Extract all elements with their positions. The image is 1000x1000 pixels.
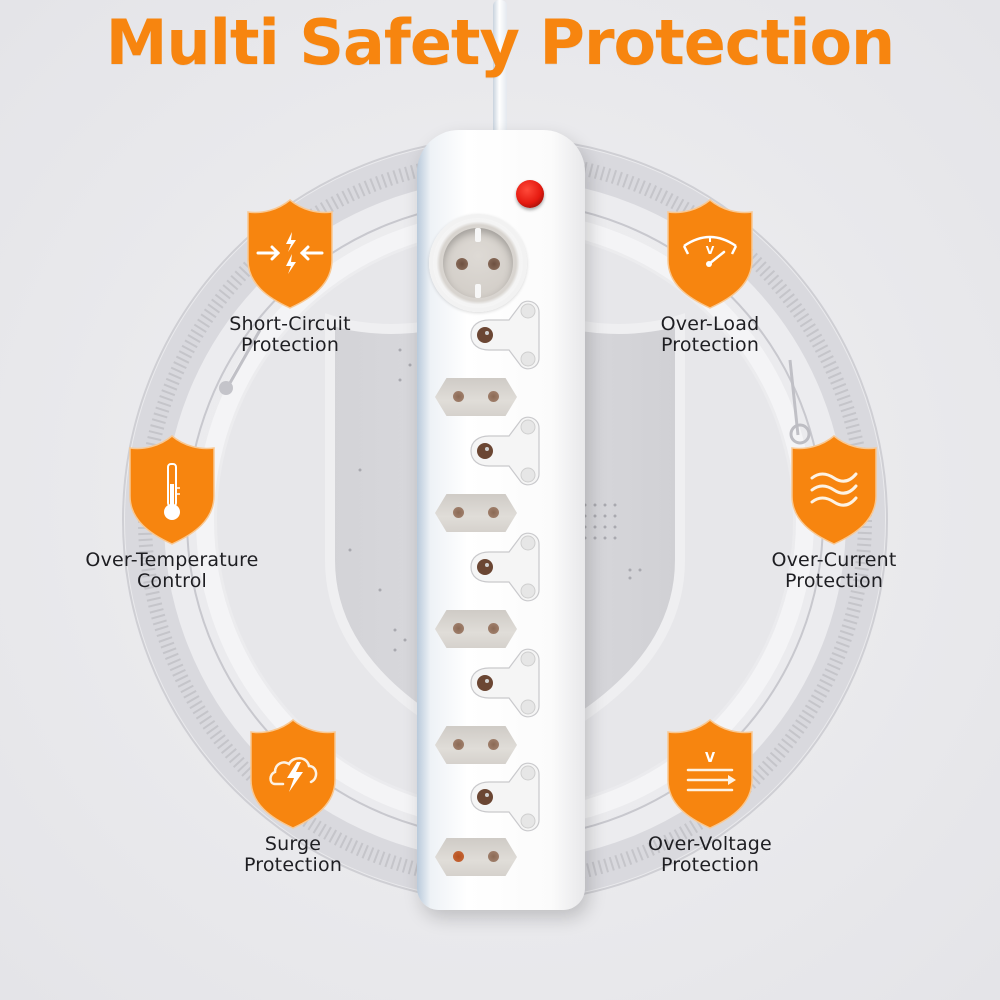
voltage-arrow-icon: V <box>667 719 753 829</box>
three-pin-socket <box>470 300 540 370</box>
voltmeter-gauge-icon: V <box>667 199 753 309</box>
feature-label-line2: Protection <box>660 334 760 356</box>
feature-label-line1: Over-Load <box>660 313 760 335</box>
feature-over-temperature: Over-Temperature Control <box>60 434 284 592</box>
euro-socket <box>435 610 517 648</box>
feature-surge: Surge Protection <box>218 718 368 876</box>
feature-label-line2: Protection <box>784 570 884 592</box>
power-cord <box>493 0 507 150</box>
feature-over-current: Over-Current Protection <box>752 434 916 592</box>
voltage-letter: V <box>705 751 715 766</box>
gauge-letter: V <box>706 244 715 257</box>
page-title: Multi Safety Protection <box>105 6 895 79</box>
euro-socket <box>435 378 517 416</box>
euro-socket <box>435 494 517 532</box>
feature-label-line2: Control <box>136 570 208 592</box>
feature-over-voltage: V Over-Voltage Protection <box>628 718 792 876</box>
schuko-socket <box>429 214 527 312</box>
feature-label-line1: Over-Voltage <box>648 833 772 855</box>
three-pin-socket <box>470 762 540 832</box>
euro-socket <box>435 838 517 876</box>
three-pin-socket <box>470 532 540 602</box>
thermometer-icon <box>129 435 215 545</box>
waves-icon <box>791 435 877 545</box>
feature-label-line2: Protection <box>660 854 760 876</box>
cloud-lightning-icon <box>250 719 336 829</box>
feature-over-load: V Over-Load Protection <box>628 198 792 356</box>
arrows-converging-lightning-icon <box>247 199 333 309</box>
feature-label-line1: Surge <box>264 833 322 855</box>
feature-label-line2: Protection <box>240 334 340 356</box>
three-pin-socket <box>470 416 540 486</box>
euro-socket <box>435 726 517 764</box>
feature-label-line1: Over-Current <box>771 549 897 571</box>
feature-label-line1: Short-Circuit <box>229 313 351 335</box>
feature-label-line1: Over-Temperature <box>85 549 259 571</box>
power-strip <box>417 130 585 910</box>
feature-short-circuit: Short-Circuit Protection <box>208 198 372 356</box>
three-pin-socket <box>470 648 540 718</box>
power-switch-button[interactable] <box>516 180 544 208</box>
feature-label-line2: Protection <box>243 854 343 876</box>
